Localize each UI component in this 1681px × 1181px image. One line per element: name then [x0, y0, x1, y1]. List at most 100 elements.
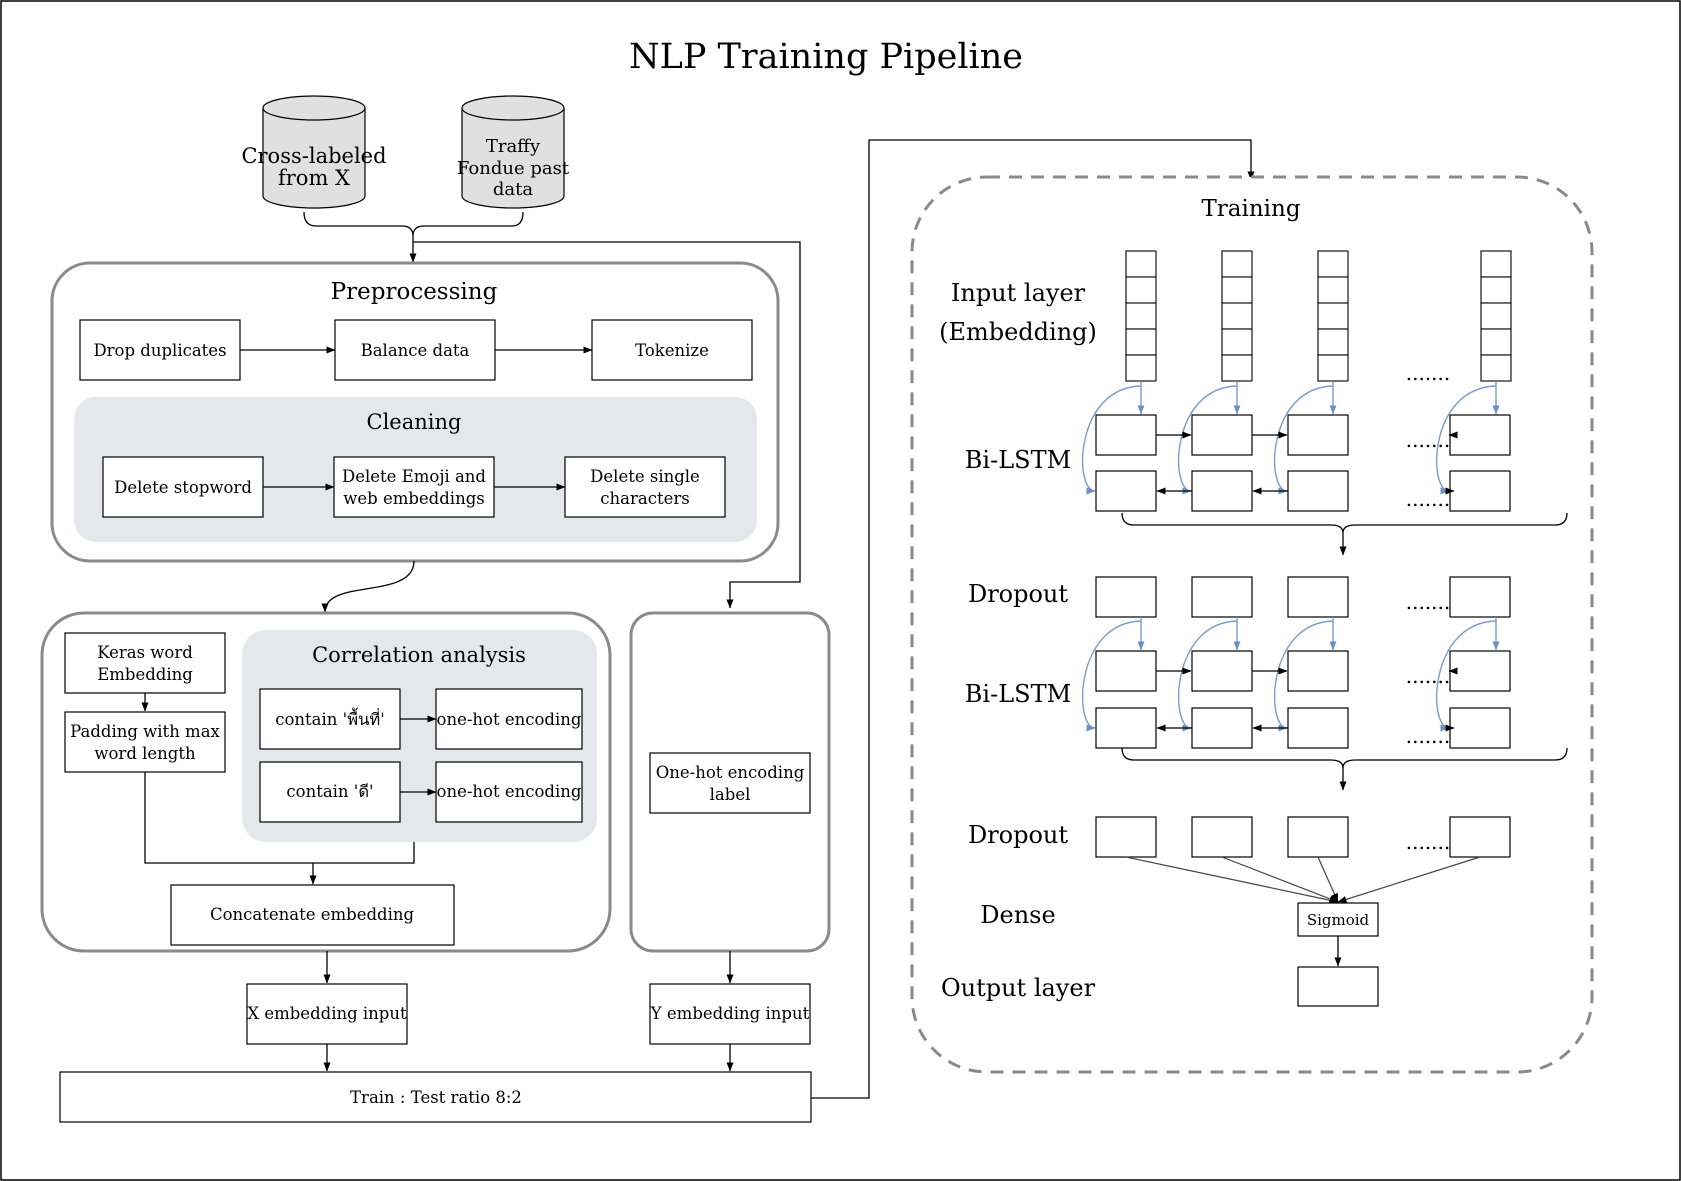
dense-label: Dense [980, 901, 1055, 929]
input-cell [1317, 354, 1349, 382]
balance-data-label: Balance data [361, 341, 470, 360]
onehot-1-label: one-hot encoding [437, 710, 582, 729]
dropout2-cell [1095, 816, 1157, 858]
input-cell [1480, 276, 1512, 304]
x-input-box [246, 983, 408, 1045]
source-traffy-line3: data [493, 179, 533, 200]
keras-embedding-box [64, 632, 226, 694]
bilstm2-forward-cell [1287, 650, 1349, 692]
keras-embedding-line1: Keras word [97, 643, 193, 662]
source-traffy: Traffy Fondue past data [457, 95, 570, 209]
input-layer-label-line1: Input layer [951, 279, 1086, 307]
source-traffy-line1: Traffy [486, 136, 541, 157]
bilstm2-backward-cell [1287, 707, 1349, 749]
input-cell [1221, 302, 1253, 330]
dropout2-cell [1449, 816, 1511, 858]
input-cell [1125, 276, 1157, 304]
ellipsis-dropout1: ....... [1406, 590, 1451, 614]
input-cell [1480, 328, 1512, 356]
input-cell [1317, 250, 1349, 278]
input-cell [1125, 354, 1157, 382]
tokenize-label: Tokenize [635, 341, 709, 360]
bilstm2-backward-input-arrow [1273, 620, 1334, 732]
bilstm1-backward-cell [1191, 470, 1253, 512]
source-cross-labeled: Cross-labeled from X [241, 95, 387, 209]
preprocessing-title: Preprocessing [331, 279, 498, 305]
delete-emoji-label-line1: Delete Emoji and [342, 467, 486, 486]
bilstm1-backward-cell [1095, 470, 1157, 512]
contain-good-box [259, 761, 401, 823]
delete-emoji-label-line2: web embeddings [343, 489, 485, 508]
bilstm2-forward-cell [1449, 650, 1511, 692]
split-box [59, 1071, 812, 1123]
y-input-label: Y embedding input [650, 1004, 810, 1023]
ellipsis-bilstm2-backward: ....... [1406, 724, 1451, 748]
onehot-1-box [435, 688, 583, 750]
bilstm2-backward-input-arrow [1435, 620, 1497, 732]
page-title: NLP Training Pipeline [629, 37, 1023, 77]
bilstm2-backward-input-arrow [1081, 620, 1142, 732]
bilstm1-backward-cell [1449, 470, 1511, 512]
training-panel [910, 175, 1594, 1074]
merge-line [144, 772, 415, 864]
ellipsis-bilstm2-forward: ....... [1406, 664, 1451, 688]
sigmoid-box [1297, 902, 1379, 937]
bilstm1-backward-input-arrow [1081, 385, 1142, 495]
delete-stopword-label: Delete stopword [114, 478, 252, 497]
padding-line2: word length [94, 744, 196, 763]
arrow-split-to-training [811, 139, 1255, 1099]
input-cell [1221, 328, 1253, 356]
output-box [1297, 966, 1379, 1007]
dense-connection [1125, 856, 1339, 904]
dense-connection [1337, 856, 1481, 903]
delete-emoji-box [333, 456, 495, 518]
delete-single-chars-label-line2: characters [600, 489, 689, 508]
ellipsis-bilstm1-forward: ....... [1406, 428, 1451, 452]
bilstm2-forward-cell [1191, 650, 1253, 692]
concatenate-label: Concatenate embedding [210, 905, 415, 924]
sigmoid-label: Sigmoid [1307, 911, 1370, 929]
concatenate-box [170, 884, 455, 946]
drop-duplicates-label: Drop duplicates [93, 341, 226, 360]
bilstm2-backward-cell [1191, 707, 1253, 749]
onehot-2-box [435, 761, 583, 823]
dropout2-cell [1287, 816, 1349, 858]
contain-good-label: contain 'ดี' [286, 782, 373, 801]
source-traffy-line2: Fondue past [457, 158, 570, 179]
arrow-to-label-panel [413, 241, 801, 609]
bilstm2-backward-input-arrow [1177, 620, 1238, 732]
training-title: Training [1201, 196, 1300, 222]
bilstm1-forward-cell [1191, 414, 1253, 456]
padding-box [64, 711, 226, 773]
cleaning-title: Cleaning [367, 410, 462, 434]
contain-area-box [259, 688, 401, 750]
correlation-title: Correlation analysis [312, 643, 526, 667]
bilstm2-label: Bi-LSTM [965, 680, 1071, 708]
input-cell [1221, 354, 1253, 382]
delete-single-chars-label-line1: Delete single [590, 467, 700, 486]
padding-line1: Padding with max [70, 722, 220, 741]
delete-single-chars-box [564, 456, 726, 518]
dense-connection [1221, 856, 1339, 903]
input-cell [1125, 328, 1157, 356]
source-cross-labeled-line1: Cross-labeled [241, 144, 386, 168]
x-input-label: X embedding input [247, 1004, 407, 1023]
dropout1-cell [1191, 576, 1253, 618]
bilstm1-backward-input-arrow [1177, 385, 1238, 495]
arrow-preprocessing-to-embedding [321, 560, 415, 613]
tokenize-box [591, 319, 753, 381]
dropout2-label: Dropout [968, 821, 1068, 849]
dropout2-cell [1191, 816, 1253, 858]
ellipsis-dropout2: ....... [1406, 830, 1451, 854]
bilstm1-backward-input-arrow [1273, 385, 1334, 495]
dropout1-label: Dropout [968, 580, 1068, 608]
onehot-label-line1: One-hot encoding [656, 763, 805, 782]
input-cell [1317, 328, 1349, 356]
input-cell [1125, 250, 1157, 278]
bilstm1-backward-cell [1287, 470, 1349, 512]
bilstm1-forward-cell [1287, 414, 1349, 456]
input-cell [1480, 354, 1512, 382]
keras-embedding-line2: Embedding [97, 665, 193, 684]
output-layer-label: Output layer [941, 974, 1096, 1002]
